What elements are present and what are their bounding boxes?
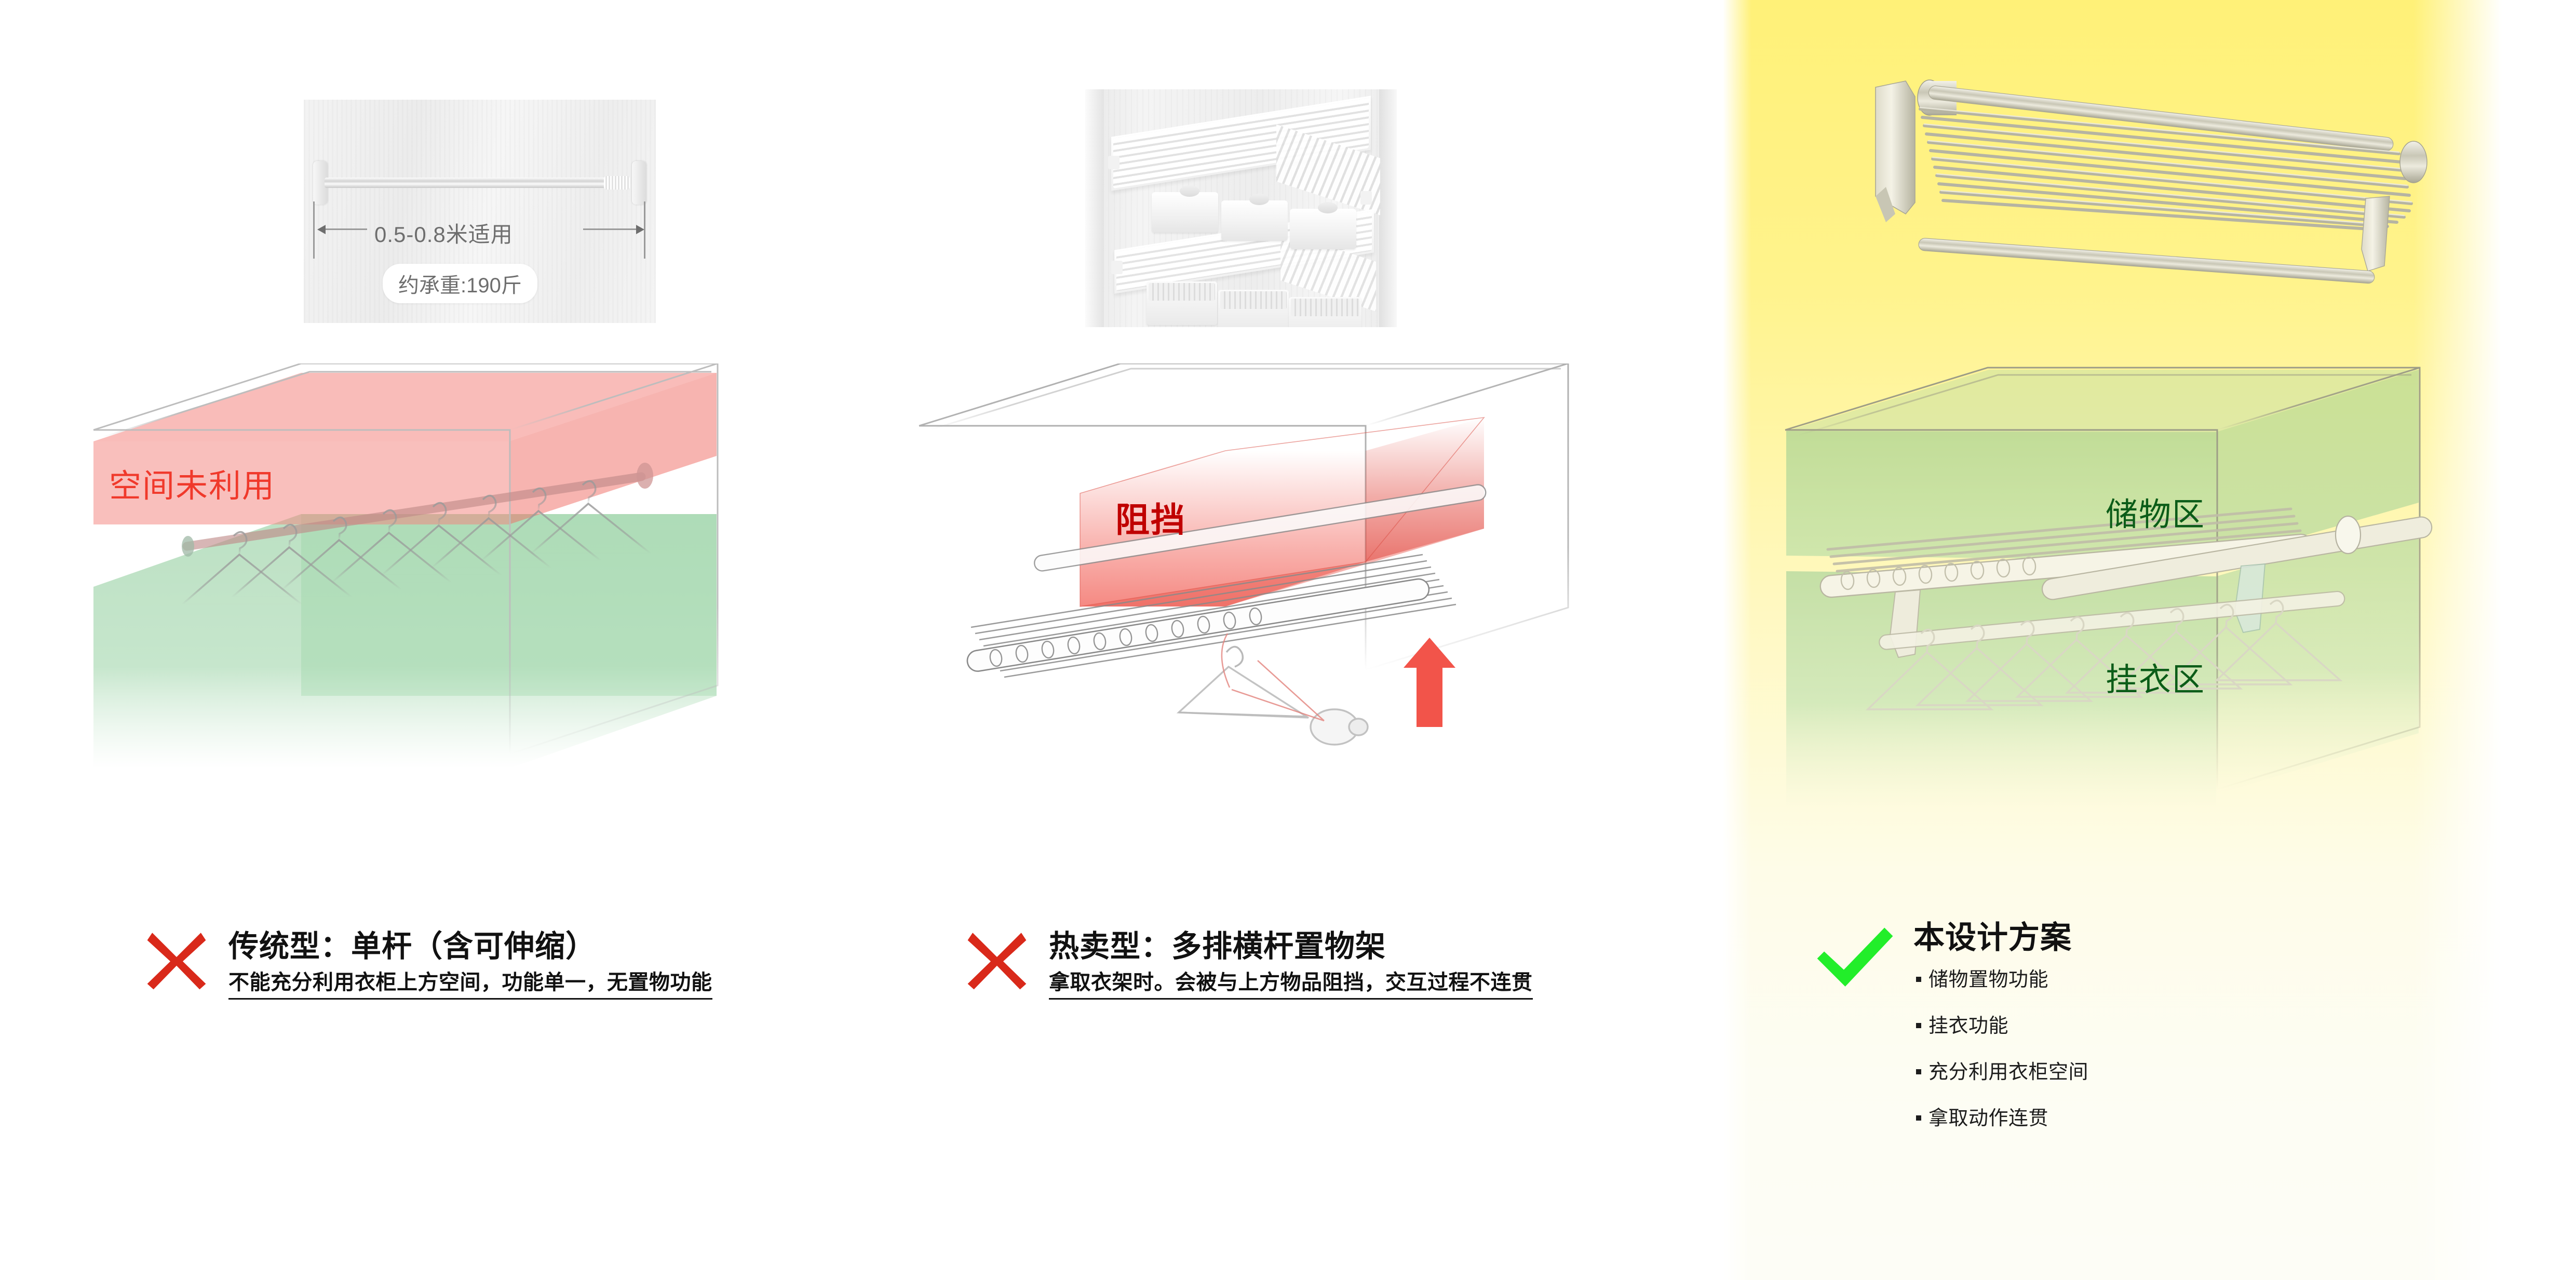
bullet-dot <box>1916 1069 1921 1074</box>
wardrobe-wireframe-design: 储物区 挂衣区 <box>1765 363 2518 883</box>
up-arrow-icon <box>1404 638 1455 727</box>
dim-arrow-right <box>636 225 644 234</box>
unused-space-volume <box>93 373 717 524</box>
column-hot-selling: 阻挡 热卖型：多排横杆置物架 拿取衣架时。会被与上方物品阻挡，交互过程不连贯 <box>909 0 1662 1280</box>
cross-icon <box>967 933 1027 990</box>
zone-label-unused-space: 空间未利用 <box>109 468 276 504</box>
dimension-label: 0.5-0.8米适用 <box>374 222 513 247</box>
wardrobe-wireframe-single-rod: 空间未利用 <box>78 362 831 883</box>
list-item: 充分利用衣柜空间 <box>1916 1056 2088 1084</box>
hanger-group <box>1865 599 2343 710</box>
list-item: 挂衣功能 <box>1916 1009 2088 1038</box>
zone-label-storage: 储物区 <box>2106 497 2206 533</box>
telescopic-rod-photo: 0.5-0.8米适用 约承重:190斤 <box>304 100 656 323</box>
wardrobe-wireframe-multi-rod-shelf: 阻挡 <box>909 362 1662 883</box>
list-item-label: 充分利用衣柜空间 <box>1928 1061 2089 1083</box>
check-icon <box>1817 927 1893 987</box>
design-rack <box>1819 507 2433 658</box>
list-item: 拿取动作连贯 <box>1916 1102 2088 1130</box>
bullet-dot <box>1916 976 1921 982</box>
cross-icon <box>147 933 206 990</box>
hanger-removed <box>1176 645 1369 746</box>
multi-rod-shelf-photo <box>1085 89 1397 327</box>
storage-zone-volume <box>1786 370 2419 561</box>
bullet-dot <box>1916 1022 1921 1028</box>
list-item: 储物置物功能 <box>1916 963 2088 992</box>
dim-arrow-left <box>317 225 326 234</box>
column-this-design: 储物区 挂衣区 本设计方案 储物置物功能 挂衣功能 充分利用衣柜空间 拿取动作 <box>1765 0 2518 1280</box>
zone-label-hanging: 挂衣区 <box>2106 662 2206 698</box>
feature-list: 储物置物功能 挂衣功能 充分利用衣柜空间 拿取动作连贯 <box>1916 963 2088 1148</box>
caption-title: 传统型：单杆（含可伸缩） <box>228 929 597 963</box>
multi-rod-rack <box>966 484 1487 678</box>
caption-subtitle: 不能充分利用衣柜上方空间，功能单一，无置物功能 <box>228 965 712 1000</box>
column-traditional: 0.5-0.8米适用 约承重:190斤 <box>78 0 831 1280</box>
list-item-label: 拿取动作连贯 <box>1928 1108 2049 1129</box>
list-item-label: 挂衣功能 <box>1928 1015 2009 1037</box>
list-item-label: 储物置物功能 <box>1928 969 2049 991</box>
cabinet-wireframe <box>1784 367 2421 859</box>
caption-title: 本设计方案 <box>1913 920 2072 955</box>
caption-title: 热卖型：多排横杆置物架 <box>1049 929 1386 963</box>
caption-subtitle: 拿取衣架时。会被与上方物品阻挡，交互过程不连贯 <box>1049 965 1533 1000</box>
hanging-zone-volume <box>93 514 717 769</box>
hanger-group <box>180 480 653 605</box>
zone-label-blocked: 阻挡 <box>1115 501 1186 539</box>
cabinet-wireframe <box>92 362 719 820</box>
design-render <box>1828 31 2466 322</box>
hanging-rod <box>182 463 653 557</box>
capacity-label: 约承重:190斤 <box>383 264 537 303</box>
bullet-dot <box>1916 1115 1921 1121</box>
